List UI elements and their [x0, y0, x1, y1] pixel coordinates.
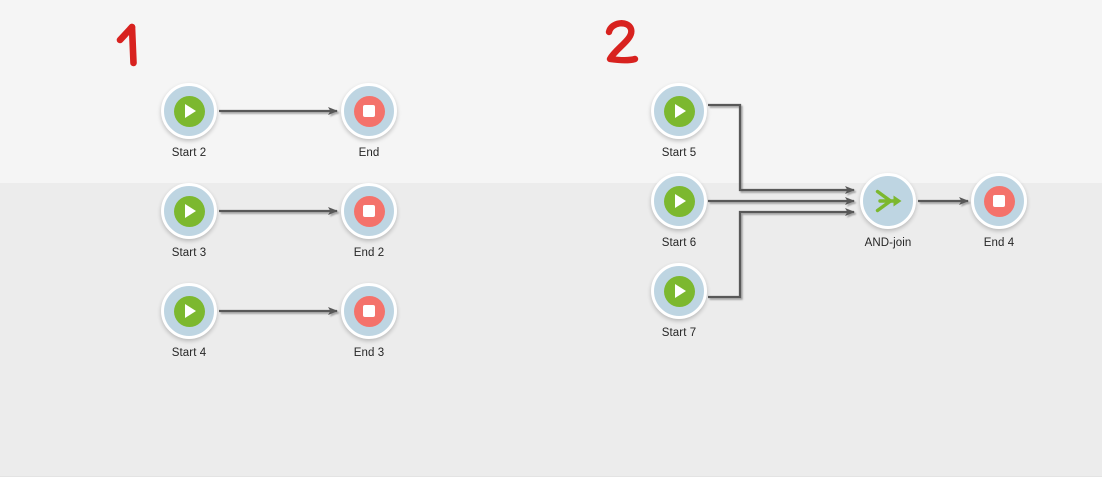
node-label-start-7: Start 7 — [661, 327, 697, 339]
node-label-end-2: End 2 — [353, 247, 385, 259]
play-icon — [663, 275, 695, 307]
play-icon — [663, 185, 695, 217]
and-join-arrow-icon — [871, 184, 905, 218]
node-start-4[interactable] — [161, 283, 217, 339]
node-label-start-4: Start 4 — [171, 347, 207, 359]
node-end[interactable] — [341, 83, 397, 139]
stop-icon — [353, 295, 385, 327]
node-label-start-6: Start 6 — [661, 237, 697, 249]
group-marker-2 — [602, 16, 650, 75]
node-start-2[interactable] — [161, 83, 217, 139]
node-start-6[interactable] — [651, 173, 707, 229]
node-label-start-2: Start 2 — [171, 147, 207, 159]
node-end-4[interactable] — [971, 173, 1027, 229]
node-label-end-4: End 4 — [983, 237, 1015, 249]
node-end-3[interactable] — [341, 283, 397, 339]
node-label-end: End — [358, 147, 380, 159]
node-end-2[interactable] — [341, 183, 397, 239]
node-label-and-join: AND-join — [864, 237, 912, 249]
node-label-end-3: End 3 — [353, 347, 385, 359]
node-start-5[interactable] — [651, 83, 707, 139]
node-start-7[interactable] — [651, 263, 707, 319]
node-label-start-5: Start 5 — [661, 147, 697, 159]
node-label-start-3: Start 3 — [171, 247, 207, 259]
node-and-join[interactable] — [860, 173, 916, 229]
play-icon — [173, 295, 205, 327]
stop-icon — [353, 95, 385, 127]
group-marker-1 — [112, 18, 158, 75]
play-icon — [173, 95, 205, 127]
play-icon — [663, 95, 695, 127]
play-icon — [173, 195, 205, 227]
node-start-3[interactable] — [161, 183, 217, 239]
stop-icon — [353, 195, 385, 227]
stop-icon — [983, 185, 1015, 217]
